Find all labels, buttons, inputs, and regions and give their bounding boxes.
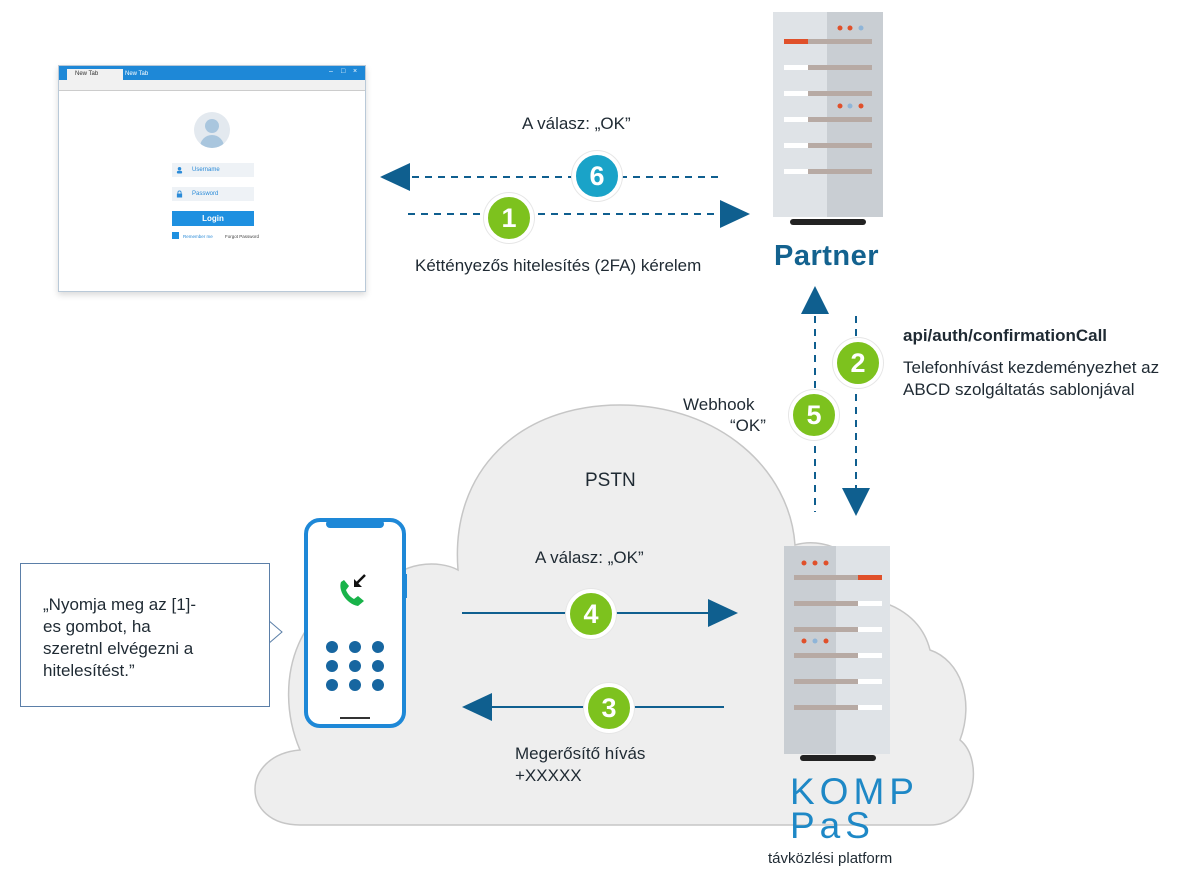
speech-box: „Nyomja meg az [1]-es gombot, ha szeretn… [20, 563, 270, 707]
login-button[interactable]: Login [172, 211, 254, 226]
step1-label: Kéttényezős hitelesítés (2FA) kérelem [415, 256, 702, 275]
step1-badge: 1 [484, 193, 534, 243]
maximize-icon[interactable]: □ [341, 68, 346, 75]
browser-tabbar: New Tab New Tab – □ × [59, 66, 365, 80]
password-placeholder: Password [192, 191, 219, 197]
remember-label: Remember me [183, 234, 213, 239]
remember-checkbox[interactable] [172, 232, 179, 239]
address-bar[interactable] [59, 80, 365, 91]
step5-label-line1: Webhook [683, 395, 755, 414]
step5-label-line2: “OK” [730, 416, 766, 435]
user-icon [176, 166, 183, 174]
minimize-icon[interactable]: – [329, 68, 333, 75]
username-field[interactable]: Username [172, 163, 254, 177]
kompas-logo-line1: KOMP [790, 771, 919, 812]
step5-badge: 5 [789, 390, 839, 440]
arrow-step1 [408, 200, 750, 228]
close-icon[interactable]: × [353, 68, 358, 75]
kompas-tagline: távközlési platform [768, 850, 893, 867]
arrow-step6 [380, 163, 720, 191]
step3-badge: 3 [584, 683, 634, 733]
step4-badge: 4 [566, 589, 616, 639]
kompas-server [784, 546, 890, 761]
step4-label: A válasz: „OK” [535, 548, 644, 567]
user-avatar-icon [194, 112, 230, 148]
step6-badge: 6 [572, 151, 622, 201]
browser-tab-active[interactable]: New Tab [67, 69, 123, 80]
partner-title: Partner [774, 240, 880, 272]
step2-description: Telefonhívást kezdeményezhet az ABCD szo… [903, 358, 1160, 399]
partner-server [773, 12, 883, 225]
browser-window: New Tab New Tab – □ × Username Password … [58, 65, 366, 292]
step2-badge: 2 [833, 338, 883, 388]
step2-api-endpoint: api/auth/confirmationCall [903, 326, 1108, 345]
username-placeholder: Username [192, 167, 220, 173]
browser-tab-inactive[interactable]: New Tab [125, 71, 149, 77]
password-field[interactable]: Password [172, 187, 254, 201]
kompas-logo: KOMP PaS [790, 771, 919, 846]
forgot-password-link[interactable]: Forgot Password [225, 234, 260, 239]
step3-label-line1: Megerősítő hívás [515, 744, 646, 763]
step3-label-line2: +XXXXX [515, 766, 582, 785]
lock-icon [176, 190, 183, 198]
kompas-logo-line2: PaS [790, 805, 875, 846]
pstn-label: PSTN [585, 470, 636, 491]
speech-text: „Nyomja meg az [1]-es gombot, ha szeretn… [43, 595, 197, 680]
smartphone [304, 518, 407, 728]
step6-label: A válasz: „OK” [522, 114, 631, 133]
